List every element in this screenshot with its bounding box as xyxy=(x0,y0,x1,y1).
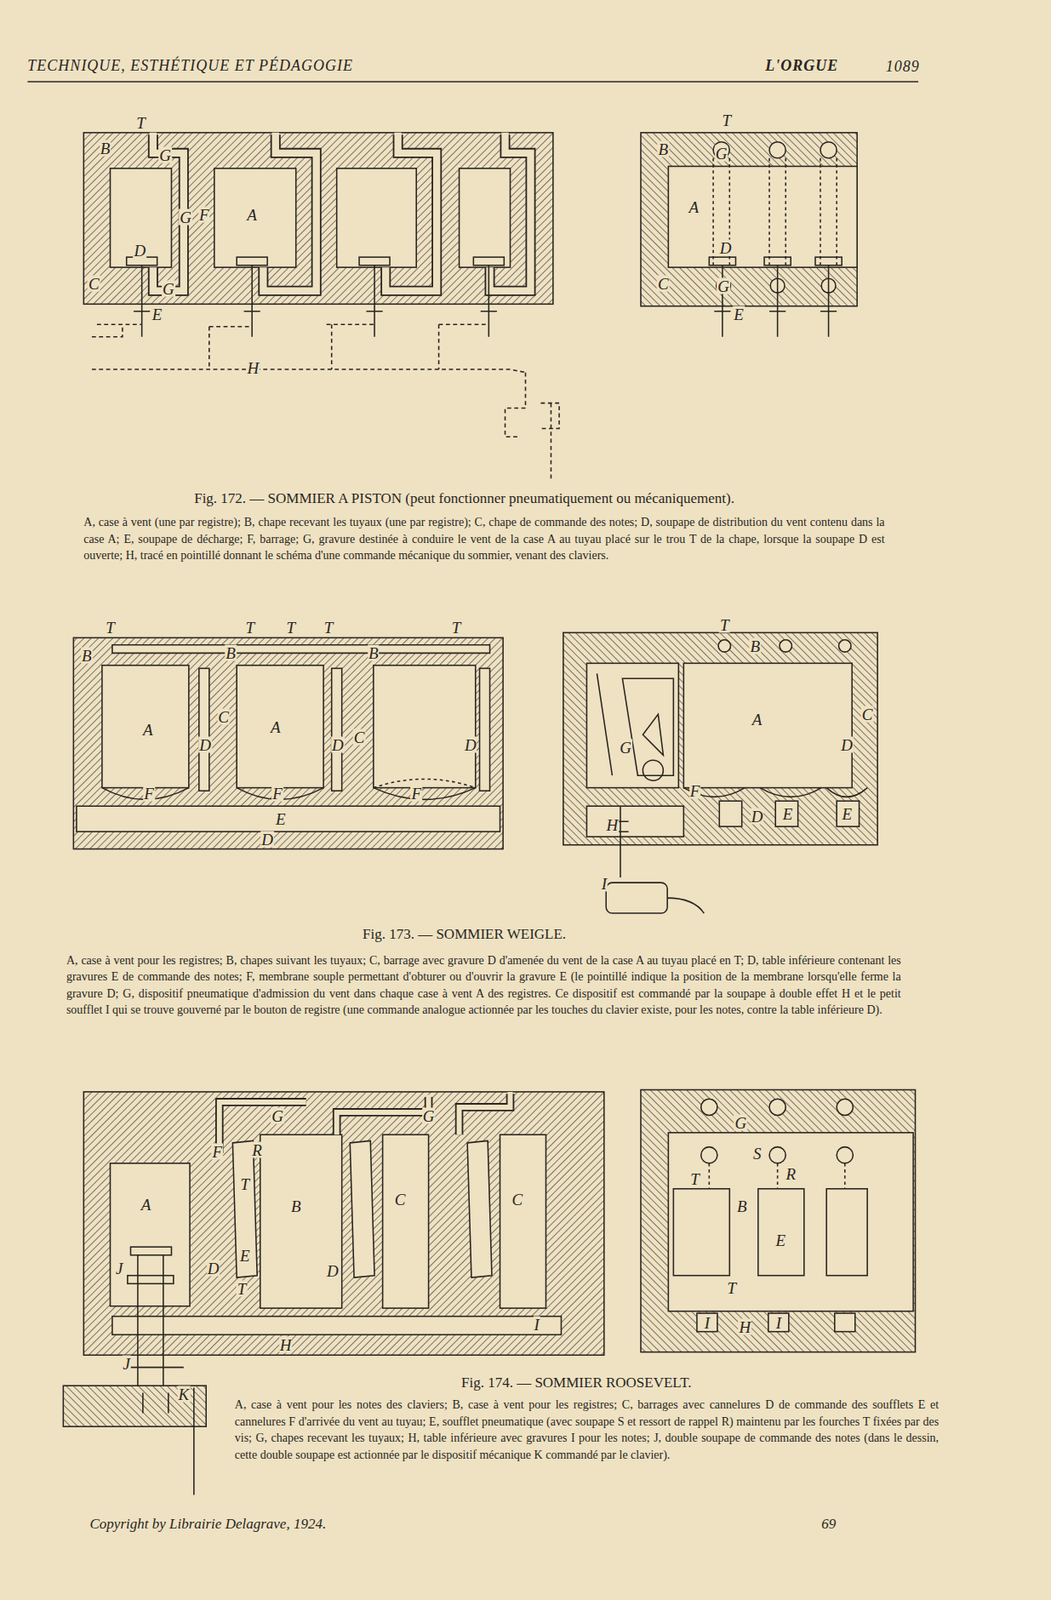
part-letter: D xyxy=(719,239,733,257)
part-letter: C xyxy=(87,275,101,292)
part-letter: J xyxy=(121,1354,131,1371)
part-letter: A xyxy=(751,711,764,728)
part-letter: B xyxy=(748,637,761,654)
part-letter: H xyxy=(737,1318,752,1335)
figure-caption: Fig. 174. — SOMMIER ROOSEVELT. xyxy=(461,1374,692,1392)
figure-caption: Fig. 172. — SOMMIER A PISTON (peut fonct… xyxy=(194,490,735,508)
part-letter: T xyxy=(719,616,731,633)
part-letter: H xyxy=(605,816,620,833)
part-letter: C xyxy=(861,706,874,723)
figure-caption: Fig. 173. — SOMMIER WEIGLE. xyxy=(362,925,566,943)
part-letter: F xyxy=(410,784,423,801)
part-letter: G xyxy=(716,277,731,294)
part-letter: T xyxy=(135,114,147,131)
part-letter: J xyxy=(114,1260,124,1277)
part-letter: A xyxy=(245,205,258,223)
part-letter: G xyxy=(270,1107,285,1124)
part-letter: E xyxy=(239,1246,252,1263)
part-letter: T xyxy=(720,112,732,129)
part-letter: F xyxy=(211,1142,224,1160)
part-letter: E xyxy=(840,805,853,822)
part-letter: G xyxy=(422,1107,436,1124)
part-letter: B xyxy=(657,141,670,158)
part-letter: A xyxy=(688,199,701,216)
part-letter: S xyxy=(752,1144,763,1161)
part-letter: F xyxy=(142,784,155,801)
part-letter: T xyxy=(244,619,256,636)
part-letter: D xyxy=(206,1260,221,1277)
part-letter: T xyxy=(323,619,335,636)
part-letter: F xyxy=(271,784,284,801)
part-letter: A xyxy=(140,1195,153,1212)
legend-text: A, case à vent pour les notes des clavie… xyxy=(234,1396,939,1463)
part-letter: R xyxy=(251,1142,263,1159)
part-letter: T xyxy=(236,1280,248,1297)
part-letter: E xyxy=(274,810,287,827)
part-letter: D xyxy=(331,736,345,754)
part-letter: C xyxy=(511,1190,525,1207)
part-letter: T xyxy=(104,619,116,636)
part-letter: B xyxy=(99,139,112,156)
part-letter: I xyxy=(600,875,608,892)
part-letter: A xyxy=(269,718,282,735)
part-letter: D xyxy=(325,1262,340,1279)
part-letter: D xyxy=(463,736,478,754)
part-letter: K xyxy=(177,1385,190,1402)
running-head: 1089 xyxy=(885,57,920,76)
part-letter: G xyxy=(178,209,193,226)
part-letter: C xyxy=(217,708,230,725)
running-head: TECHNIQUE, ESTHÉTIQUE ET PÉDAGOGIE xyxy=(27,57,354,75)
part-letter: T xyxy=(285,619,297,636)
part-letter: T xyxy=(451,619,463,636)
part-letter: I xyxy=(703,1313,711,1331)
part-letter: G xyxy=(618,738,633,755)
part-letter: C xyxy=(353,728,366,745)
part-letter: I xyxy=(775,1313,783,1331)
part-letter: G xyxy=(158,147,172,164)
part-letter: F xyxy=(198,205,211,223)
legend-text: A, case à vent pour les registres; B, ch… xyxy=(66,952,902,1019)
part-letter: T xyxy=(689,1170,701,1187)
part-letter: D xyxy=(260,830,275,847)
part-letter: T xyxy=(239,1175,251,1192)
part-letter: C xyxy=(656,275,670,292)
part-letter: D xyxy=(198,736,212,754)
part-letter: D xyxy=(750,808,765,825)
part-letter: I xyxy=(533,1316,541,1333)
part-letter: T xyxy=(725,1279,737,1297)
footer-text: 69 xyxy=(821,1515,836,1533)
part-letter: H xyxy=(245,359,260,376)
part-letter: B xyxy=(367,645,380,662)
part-letter: G xyxy=(161,280,176,298)
part-letter: E xyxy=(782,805,794,822)
part-letter: A xyxy=(142,721,155,738)
part-letter: G xyxy=(714,144,729,161)
part-letter: E xyxy=(732,306,745,323)
legend-text: A, case à vent (une par registre); B, ch… xyxy=(83,514,885,565)
footer-text: Copyright by Librairie Delagrave, 1924. xyxy=(90,1515,327,1533)
part-letter: B xyxy=(224,645,237,662)
running-head: L'ORGUE xyxy=(765,57,839,75)
part-letter: D xyxy=(839,736,854,754)
part-letter: E xyxy=(151,306,164,323)
part-letter: R xyxy=(784,1165,797,1182)
part-letter: B xyxy=(80,646,93,663)
part-letter: F xyxy=(689,782,702,800)
part-letter: H xyxy=(279,1336,293,1354)
part-letter: C xyxy=(394,1190,407,1207)
part-letter: G xyxy=(734,1113,749,1131)
part-letter: B xyxy=(736,1198,749,1215)
part-letter: E xyxy=(774,1231,787,1248)
part-letter: B xyxy=(290,1198,303,1215)
part-letter: D xyxy=(132,241,147,258)
